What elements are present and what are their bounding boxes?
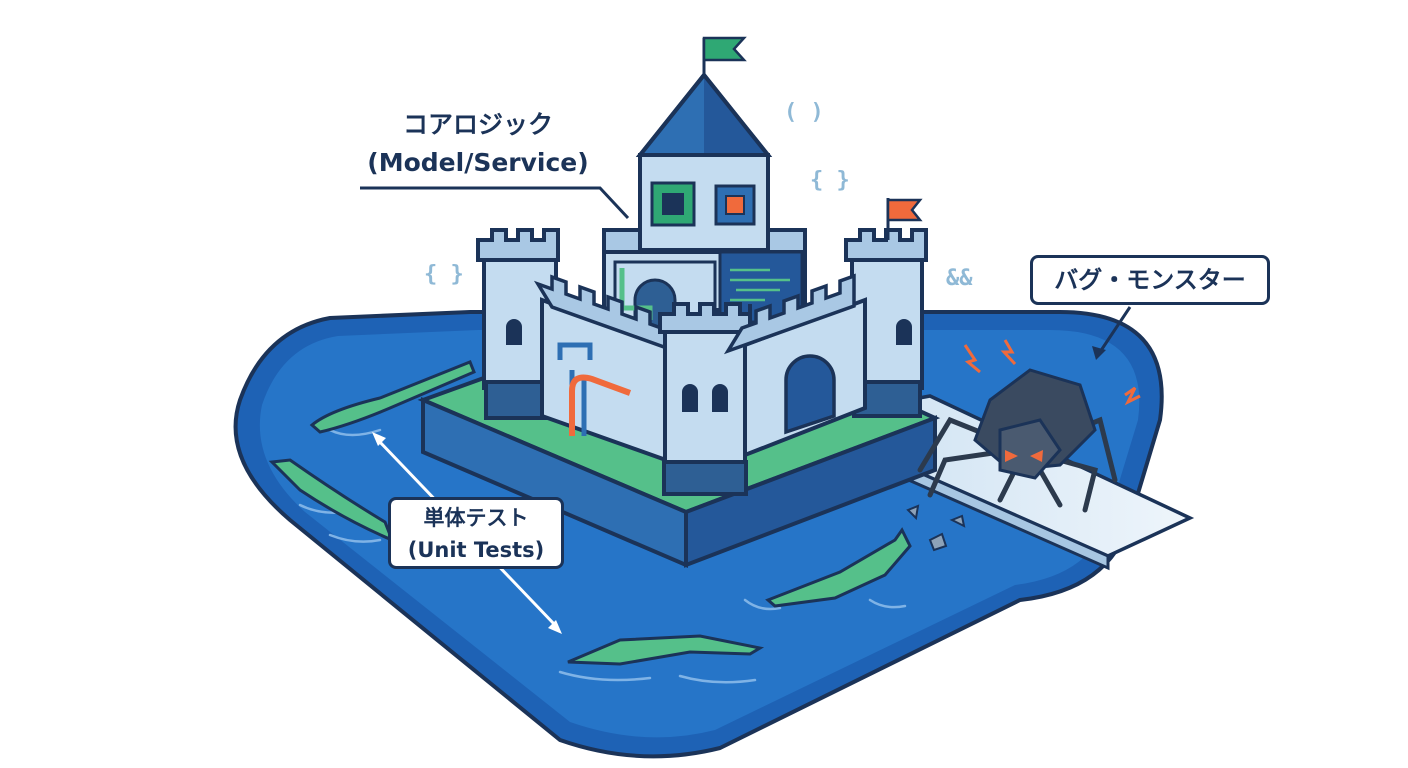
gate [784,354,836,435]
core-logic-label: コアロジック (Model/Service) [356,106,600,182]
chip-icon-left [650,181,696,227]
unit-tests-title: 単体テスト [423,506,529,530]
central-tower [635,36,773,252]
core-logic-subtitle: (Model/Service) [367,148,589,177]
bug-monster-spider [906,339,1141,552]
core-logic-title: コアロジック [402,110,553,139]
bug-pointer-arrow [1092,306,1132,360]
crocodile [567,634,765,666]
right-tower [844,198,928,418]
braces-symbol-left: { } [424,262,464,287]
unit-tests-subtitle: (Unit Tests) [407,538,545,562]
crocodile [309,360,476,434]
core-pointer-line [360,186,630,220]
parens-symbol: ( ) [784,100,824,125]
front-tower [658,302,752,496]
crocodile [765,527,912,608]
braces-symbol-top: { } [810,168,850,193]
ampersand-symbol: && [946,266,973,291]
chip-icon-right [714,184,756,226]
bug-monster-label: バグ・モンスター [1030,255,1270,305]
left-wall [533,274,680,463]
right-wall [723,273,867,458]
unit-tests-label: 単体テスト (Unit Tests) [388,497,564,569]
green-flag [702,36,747,62]
